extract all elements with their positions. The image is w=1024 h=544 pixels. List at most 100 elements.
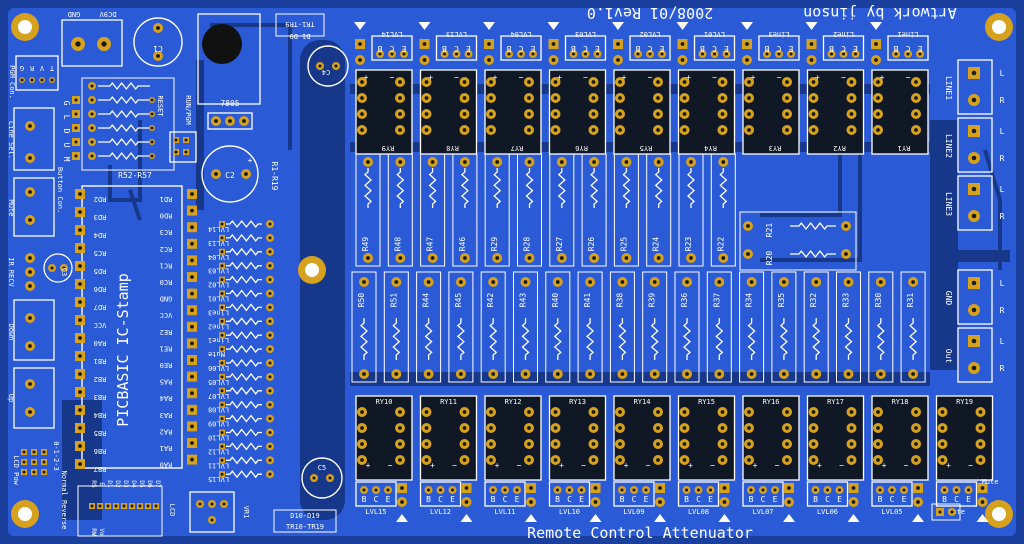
resistor-label: R45	[454, 293, 463, 308]
output-label: Out	[944, 349, 953, 364]
lower-resistor-cell: R33	[836, 271, 861, 383]
pad-hole	[593, 500, 598, 504]
pad-hole	[553, 458, 558, 462]
tr10-tr19-label: TR10-TR19	[286, 523, 324, 531]
diode-arrow	[654, 514, 666, 522]
button-resistor	[98, 137, 150, 147]
signal-label: LVL14	[208, 225, 229, 233]
pad-hole	[682, 112, 687, 116]
upper-resistor-cell: R24	[646, 153, 672, 267]
relay-label: RY13	[569, 398, 586, 406]
relay-plus: +	[495, 461, 500, 470]
pad-hole	[394, 372, 399, 376]
relay-label: RY3	[769, 144, 782, 152]
pgm-pin-label: V	[39, 64, 44, 72]
pad-hole	[424, 442, 429, 446]
stamp-left-pin-label: RD5	[94, 267, 107, 275]
pad-hole	[228, 119, 232, 123]
stamp-outline	[81, 185, 183, 469]
resistor-zigzag-v	[654, 168, 663, 208]
resistor-zigzag-v	[779, 318, 788, 360]
pad-hole	[358, 58, 362, 62]
resistor-outline	[420, 153, 446, 267]
transistor-pin-label: C	[374, 495, 379, 504]
pad-hole	[878, 488, 882, 492]
pad-hole	[849, 458, 854, 462]
resistor-zigzag-v	[618, 318, 627, 360]
mounting-hole	[18, 20, 32, 34]
pad-hole	[190, 358, 194, 362]
pad-hole	[78, 300, 82, 304]
transistor-label: LVL03	[575, 30, 596, 38]
transistor-outline	[935, 481, 978, 507]
pad-hole	[450, 488, 455, 492]
pad-hole	[971, 97, 977, 103]
resistor-label: R29	[490, 237, 499, 252]
relay-label: RY6	[575, 144, 588, 152]
signal-resistor	[226, 219, 262, 229]
pad-hole	[190, 374, 194, 379]
pad-hole	[268, 278, 272, 282]
pad-hole	[62, 266, 66, 270]
resistor-label: R49	[361, 237, 370, 252]
pad-hole	[914, 80, 918, 84]
lower-resistor-cell: R31	[900, 271, 926, 383]
pad-hole	[362, 280, 366, 284]
pad-hole	[489, 112, 493, 116]
resistor-label: R37	[712, 293, 721, 308]
resistor-zigzag	[98, 137, 150, 147]
pad-hole	[978, 426, 983, 430]
relay-label: RY17	[827, 398, 844, 406]
pad-hole	[268, 458, 272, 462]
pad-hole	[489, 410, 493, 414]
diode-arrow	[418, 22, 431, 30]
relay-minus: −	[452, 461, 457, 470]
terminal-outline	[957, 175, 993, 231]
pad-hole	[553, 128, 558, 132]
regulator-pin-outline	[207, 112, 253, 130]
pad-hole	[463, 160, 467, 164]
terminal-outline	[957, 269, 993, 325]
transistor-outline	[500, 35, 542, 61]
c1-outline	[133, 17, 183, 67]
signal-label: LVL13	[208, 239, 229, 247]
relay-minus: −	[968, 461, 973, 470]
pad-hole	[464, 500, 469, 504]
signal-resistor	[226, 414, 262, 423]
pad-hole	[220, 278, 224, 282]
pad-hole	[489, 426, 493, 430]
pad-hole	[527, 410, 531, 414]
relay-label: RY15	[698, 398, 715, 406]
relay-minus: −	[517, 461, 522, 470]
pad-hole	[90, 98, 94, 102]
resistor-zigzag	[812, 318, 821, 360]
resistor-zigzag-v	[876, 318, 885, 360]
pad-hole	[42, 470, 46, 474]
diode-arrow	[676, 22, 689, 30]
resistor-outline	[646, 153, 672, 267]
stamp-right-pin-label: RC2	[160, 245, 173, 253]
pad-hole	[220, 319, 224, 323]
transistor-pin-label: E	[595, 44, 600, 53]
transistor-pin-label: B	[571, 44, 576, 53]
resistor-label: R34	[745, 293, 754, 308]
diode-arrow	[870, 22, 882, 30]
resistor-zigzag-v	[622, 168, 631, 208]
pad-hole	[656, 96, 660, 100]
resistor-outline	[480, 271, 506, 383]
transistor-pin-label: C	[776, 44, 781, 53]
pad-hole	[814, 280, 819, 284]
pad-hole	[398, 256, 403, 260]
transistor-label: LVL10	[559, 508, 580, 516]
transistor-pin-label: E	[530, 44, 535, 53]
resistor-label: R26	[587, 237, 596, 252]
pad-hole	[184, 138, 188, 142]
pad-hole	[978, 410, 983, 414]
pad-hole	[150, 140, 154, 144]
